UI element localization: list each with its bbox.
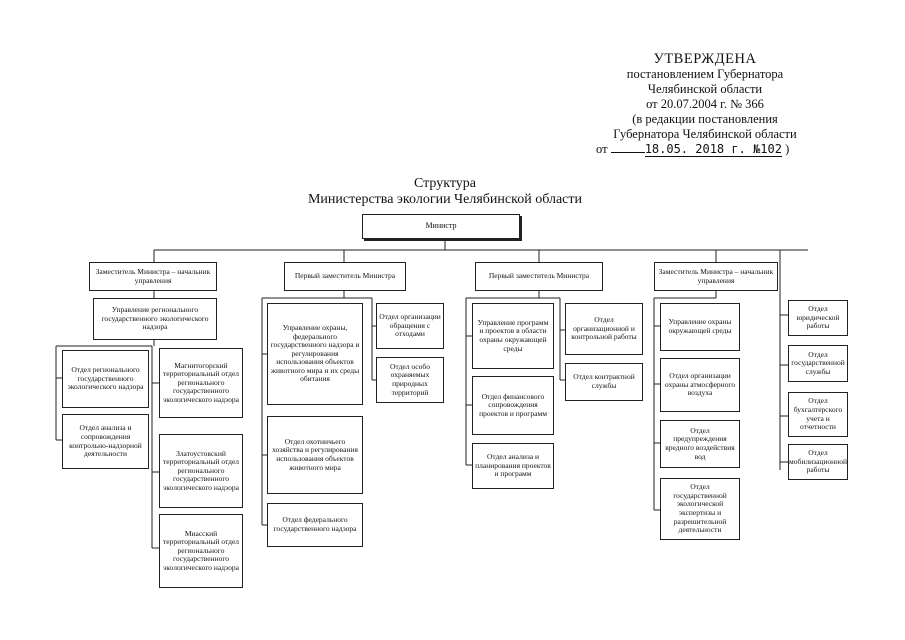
box-mgmt-wildlife: Управление охраны, федерального государс… (267, 303, 363, 405)
title-line-2: Министерства экологии Челябинской област… (307, 192, 582, 207)
box-dept-mobilization: Отдел мобилизационной работы (788, 444, 848, 480)
document-title: Структура Министерства экологии Челябинс… (260, 176, 630, 208)
box-mgmt-programs: Управление программ и проектов в области… (472, 303, 554, 369)
box-dept-magnitogorsk: Магнитогорский территориальный отдел рег… (159, 348, 243, 418)
title-line-1: Структура (413, 176, 477, 191)
approval-line-1: постановлением Губернатора (626, 67, 784, 81)
box-dept-zlatoust: Златоустовский территориальный отдел рег… (159, 434, 243, 508)
approval-line-4: (в редакции постановления (632, 112, 778, 126)
approval-date-prefix: от (596, 142, 608, 156)
box-dept-protected-areas: Отдел особо охраняемых природных террито… (376, 357, 444, 403)
approval-line-3: от 20.07.2004 г. № 366 (646, 97, 764, 111)
box-dept-waste: Отдел организации обращения с отходами (376, 303, 444, 349)
approval-date-value: 18.05. 2018 г. №102 (644, 142, 782, 157)
box-first-deputy-2: Первый заместитель Министра (475, 262, 603, 291)
box-dept-analysis-supervision: Отдел анализа и сопровождения контрольно… (62, 414, 149, 469)
approval-line-2: Челябинской области (647, 82, 763, 96)
box-deputy-minister-1: Заместитель Министра – начальник управле… (89, 262, 217, 291)
box-dept-regional-supervision: Отдел регионального государственного эко… (62, 350, 149, 408)
approval-block: УТВЕРЖДЕНА постановлением Губернатора Че… (590, 52, 820, 157)
box-dept-legal: Отдел юридической работы (788, 300, 848, 336)
box-dept-planning: Отдел анализа и планирования проектов и … (472, 443, 554, 489)
box-mgmt-supervision: Управление регионального государственног… (93, 298, 217, 340)
box-dept-air: Отдел организации охраны атмосферного во… (660, 358, 740, 412)
box-dept-civil-service: Отдел государственной службы (788, 345, 848, 382)
box-deputy-minister-2: Заместитель Министра – начальник управле… (654, 262, 778, 291)
box-mgmt-environment: Управление охраны окружающей среды (660, 303, 740, 351)
box-dept-expertise: Отдел государственной экологической эксп… (660, 478, 740, 540)
approval-date-suffix: ) (785, 142, 790, 156)
box-dept-federal-supervision: Отдел федерального государственного надз… (267, 503, 363, 547)
box-dept-financial: Отдел финансового сопровождения проектов… (472, 376, 554, 435)
approval-heading: УТВЕРЖДЕНА (653, 51, 757, 67)
box-dept-water: Отдел предупреждения вредного воздействи… (660, 420, 740, 468)
box-dept-hunting: Отдел охотничьего хозяйства и регулирова… (267, 416, 363, 494)
box-first-deputy-1: Первый заместитель Министра (284, 262, 406, 291)
box-minister: Министр (362, 214, 520, 239)
approval-date-line: от 18.05. 2018 г. №102 ) (590, 142, 820, 157)
box-dept-miass: Миасский территориальный отдел региональ… (159, 514, 243, 588)
box-dept-org-control: Отдел организационной и контрольной рабо… (565, 303, 643, 355)
box-dept-accounting: Отдел бухгалтерского учета и отчетности (788, 392, 848, 437)
box-dept-contract: Отдел контрактной службы (565, 363, 643, 401)
approval-line-5: Губернатора Челябинской области (613, 127, 797, 141)
